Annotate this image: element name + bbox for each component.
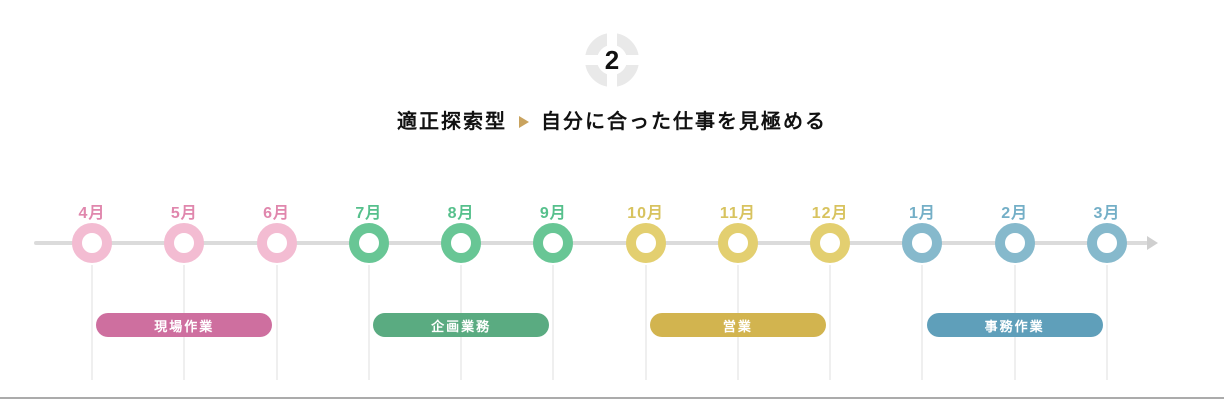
month-label: 9月 <box>539 205 567 222</box>
month-tick-line <box>91 265 93 380</box>
bottom-divider <box>0 397 1224 399</box>
month-label: 6月 <box>263 205 290 222</box>
month-dot <box>902 223 943 263</box>
month-tick-line <box>367 265 370 380</box>
month-dot <box>164 223 205 263</box>
month-dot <box>72 223 112 263</box>
month-tick-line <box>921 265 924 380</box>
month-label: 4月 <box>78 205 106 222</box>
step-number: 2 <box>604 44 620 75</box>
step-title: 適正探索型 自分に合った仕事を見極める <box>0 109 1224 135</box>
month-label: 7月 <box>355 205 383 222</box>
phase-pill: 企画業務 <box>373 313 550 337</box>
month-dot <box>256 223 297 263</box>
month-label: 12月 <box>811 205 849 222</box>
month-tick-line <box>829 265 832 380</box>
month-dot <box>810 223 851 263</box>
month-tick-line <box>1105 265 1108 380</box>
phase-pill: 現場作業 <box>96 313 273 337</box>
icon-gap-horizontal <box>584 55 640 65</box>
month-dot <box>348 223 389 263</box>
step-title-category: 適正探索型 <box>397 111 507 133</box>
month-dot <box>533 223 574 263</box>
month-tick-line <box>275 265 278 380</box>
right-triangle-icon <box>519 116 529 128</box>
step-number-icon: 2 <box>584 32 640 88</box>
month-label: 8月 <box>447 205 475 222</box>
timeline-arrow-icon <box>1147 236 1158 250</box>
month-label: 2月 <box>1001 205 1029 222</box>
month-label: 5月 <box>170 205 198 222</box>
month-dot <box>625 223 666 263</box>
month-label: 10月 <box>627 205 665 222</box>
month-label: 1月 <box>908 205 936 222</box>
timeline-axis-line <box>34 241 1148 245</box>
month-dot <box>717 223 758 263</box>
month-dot <box>994 223 1035 263</box>
month-tick-line <box>644 265 647 380</box>
month-dot <box>441 223 482 263</box>
phase-pill: 事務作業 <box>926 313 1103 337</box>
phase-pill: 営業 <box>649 313 826 337</box>
month-dot <box>1086 223 1127 263</box>
month-tick-line <box>552 265 555 380</box>
month-label: 11月 <box>719 205 756 222</box>
month-label: 3月 <box>1093 205 1121 222</box>
step-title-description: 自分に合った仕事を見極める <box>541 111 827 133</box>
